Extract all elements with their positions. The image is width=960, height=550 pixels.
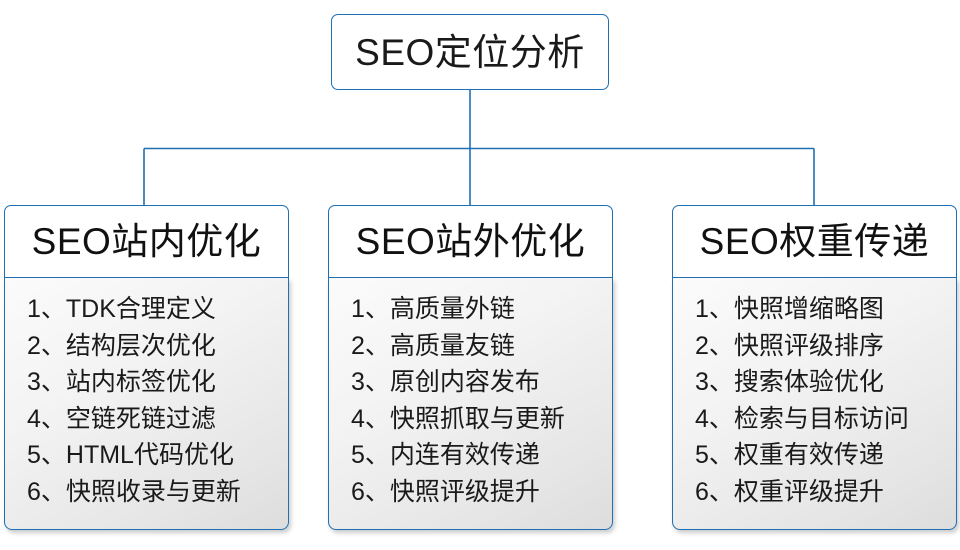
- root-node: SEO定位分析: [331, 14, 609, 90]
- list-item-text: 原创内容发布: [389, 368, 540, 396]
- branch-header-weight-transfer: SEO权重传递: [672, 205, 957, 278]
- list-item: 2、 高质量友链: [351, 328, 612, 365]
- list-item-text: 权重评级提升: [733, 477, 884, 506]
- list-item-index: 1、: [351, 295, 390, 323]
- item-list: 1、 快照增缩略图 2、 快照评级排序 3、 搜索体验优化 4、 检索与目标访问…: [673, 291, 956, 510]
- list-item-index: 5、: [695, 441, 734, 469]
- list-item-text: 快照抓取与更新: [389, 404, 565, 433]
- branch-header-off-site: SEO站外优化: [328, 205, 613, 278]
- branch-header-label: SEO站内优化: [31, 221, 262, 262]
- list-item-text: 高质量外链: [389, 295, 515, 323]
- list-item-index: 6、: [351, 477, 390, 506]
- list-item-index: 6、: [27, 477, 66, 506]
- root-node-label: SEO定位分析: [355, 31, 585, 73]
- branch-on-site: SEO站内优化 1、 TDK合理定义 2、 结构层次优化 3、 站内标签优化 4…: [4, 205, 289, 530]
- list-item: 3、 搜索体验优化: [695, 364, 956, 401]
- list-item: 3、 站内标签优化: [27, 364, 288, 401]
- list-item: 5、 权重有效传递: [695, 437, 956, 474]
- list-item-text: 权重有效传递: [733, 441, 884, 469]
- list-item: 6、 快照评级提升: [351, 474, 612, 511]
- list-item: 5、 HTML代码优化: [27, 437, 288, 474]
- branch-weight-transfer: SEO权重传递 1、 快照增缩略图 2、 快照评级排序 3、 搜索体验优化 4、: [672, 205, 957, 530]
- branch-header-on-site: SEO站内优化: [4, 205, 289, 278]
- list-item-index: 3、: [27, 368, 66, 396]
- list-item: 6、 快照收录与更新: [27, 474, 288, 511]
- list-item-index: 6、: [695, 477, 734, 506]
- list-item-text: 快照收录与更新: [65, 477, 241, 506]
- list-item: 1、 快照增缩略图: [695, 291, 956, 328]
- list-item: 4、 空链死链过滤: [27, 401, 288, 438]
- list-item-index: 1、: [27, 295, 66, 323]
- list-item-text: 快照增缩略图: [733, 295, 884, 323]
- item-list: 1、 TDK合理定义 2、 结构层次优化 3、 站内标签优化 4、 空链死链过滤…: [5, 291, 288, 510]
- list-item: 4、 检索与目标访问: [695, 401, 956, 438]
- list-item: 2、 结构层次优化: [27, 328, 288, 365]
- list-item-index: 4、: [27, 404, 66, 433]
- branch-header-label: SEO权重传递: [699, 221, 930, 262]
- list-item-index: 2、: [695, 331, 734, 360]
- list-item-text: 快照评级提升: [389, 477, 540, 506]
- list-item-index: 2、: [351, 331, 390, 360]
- list-item-index: 3、: [351, 368, 390, 396]
- list-item: 4、 快照抓取与更新: [351, 401, 612, 438]
- list-item: 2、 快照评级排序: [695, 328, 956, 365]
- item-list: 1、 高质量外链 2、 高质量友链 3、 原创内容发布 4、 快照抓取与更新 5…: [329, 291, 612, 510]
- list-item-text: 快照评级排序: [733, 331, 884, 360]
- branch-off-site: SEO站外优化 1、 高质量外链 2、 高质量友链 3、 原创内容发布 4、 快: [328, 205, 613, 530]
- list-item: 5、 内连有效传递: [351, 437, 612, 474]
- list-item-text: 站内标签优化: [65, 368, 216, 396]
- list-item-text: 空链死链过滤: [65, 404, 216, 433]
- list-item-text: HTML代码优化: [65, 441, 234, 469]
- list-item-text: 检索与目标访问: [733, 404, 909, 433]
- list-item-text: 内连有效传递: [389, 441, 540, 469]
- branch-body-weight-transfer: 1、 快照增缩略图 2、 快照评级排序 3、 搜索体验优化 4、 检索与目标访问…: [672, 278, 957, 530]
- list-item: 1、 TDK合理定义: [27, 291, 288, 328]
- list-item-index: 5、: [27, 441, 66, 469]
- list-item-index: 3、: [695, 368, 734, 396]
- branch-header-label: SEO站外优化: [355, 221, 586, 262]
- branch-body-off-site: 1、 高质量外链 2、 高质量友链 3、 原创内容发布 4、 快照抓取与更新 5…: [328, 278, 613, 530]
- list-item-index: 4、: [351, 404, 390, 433]
- list-item-text: TDK合理定义: [65, 295, 216, 323]
- list-item-text: 高质量友链: [389, 331, 515, 360]
- list-item: 6、 权重评级提升: [695, 474, 956, 511]
- list-item: 1、 高质量外链: [351, 291, 612, 328]
- branch-body-on-site: 1、 TDK合理定义 2、 结构层次优化 3、 站内标签优化 4、 空链死链过滤…: [4, 278, 289, 530]
- list-item-index: 2、: [27, 331, 66, 360]
- list-item-text: 结构层次优化: [65, 331, 216, 360]
- list-item-index: 5、: [351, 441, 390, 469]
- list-item-index: 1、: [695, 295, 734, 323]
- list-item: 3、 原创内容发布: [351, 364, 612, 401]
- list-item-index: 4、: [695, 404, 734, 433]
- list-item-text: 搜索体验优化: [733, 368, 884, 396]
